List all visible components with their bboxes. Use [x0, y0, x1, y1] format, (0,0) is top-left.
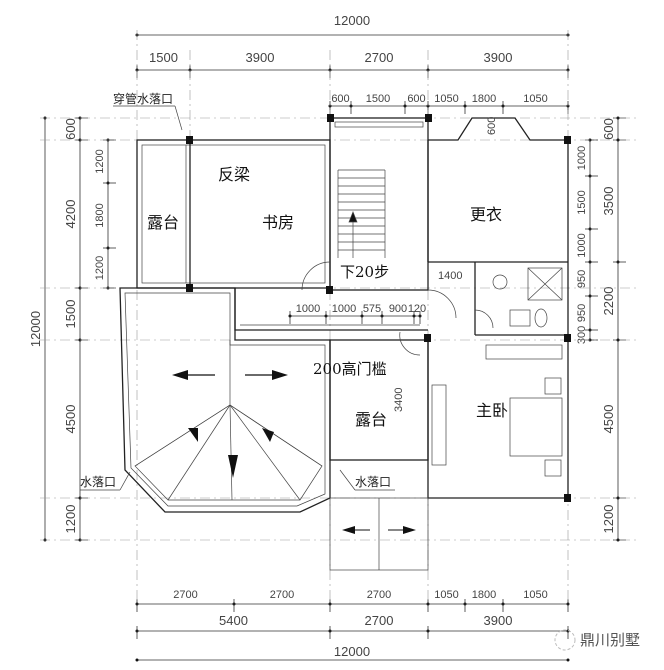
dimension-label: 4200 — [63, 200, 78, 229]
dimension-label: 2700 — [365, 613, 394, 628]
dimension-label: 1500 — [576, 190, 588, 214]
dimension-label: 1000 — [576, 233, 588, 257]
label-threshold: 200高门槛 — [313, 360, 387, 378]
label-study: 书房 — [262, 213, 294, 232]
dimension-label: 2700 — [173, 589, 197, 601]
note-drain-left: 水落口 — [80, 475, 116, 489]
dimension-label: 1200 — [94, 149, 106, 173]
grid-lines — [40, 30, 640, 600]
dimension-label: 4500 — [63, 405, 78, 434]
dimension-label: 3900 — [484, 50, 513, 65]
label-balcony-upper-left: 露台 — [147, 213, 179, 232]
dimension-label: 120 — [408, 303, 426, 315]
dimension-label: 575 — [363, 303, 381, 315]
dimension-label: 1200 — [94, 256, 106, 280]
dimension-label: 4500 — [601, 405, 616, 434]
dimension-label: 2700 — [270, 589, 294, 601]
dimension-label: 2200 — [601, 287, 616, 316]
dimension-label: 1000 — [332, 303, 356, 315]
dimension-label: 600 — [407, 93, 425, 105]
dimension-label: 950 — [576, 304, 588, 322]
dimension-label: 2700 — [365, 50, 394, 65]
watermark: 鼎川别墅 — [554, 629, 640, 651]
dimension-label: 1050 — [434, 589, 458, 601]
label-master-bedroom: 主卧 — [476, 401, 508, 420]
dimension-label: 300 — [576, 326, 588, 344]
label-dressing: 更衣 — [470, 205, 502, 224]
dimension-label: 2700 — [367, 589, 391, 601]
dimension-label: 3900 — [246, 50, 275, 65]
dimension-label: 1000 — [576, 146, 588, 170]
dimension-label: 900 — [389, 303, 407, 315]
dimension-label: 1050 — [523, 589, 547, 601]
dimension-label: 1200 — [63, 505, 78, 534]
dimension-lines: 12000 1500 3900 2700 3900 600 1500 600 1050 1800 1… — [28, 13, 626, 662]
dimension-label: 1050 — [523, 93, 547, 105]
watermark-text: 鼎川别墅 — [580, 631, 640, 649]
dimension-label: 950 — [576, 270, 588, 288]
dim-3400: 3400 — [393, 388, 405, 412]
label-reverse-beam: 反梁 — [218, 165, 250, 184]
dimension-tick — [566, 658, 570, 662]
dimension-label: 1500 — [149, 50, 178, 65]
dimension-label: 1800 — [472, 93, 496, 105]
dimension-tick — [135, 658, 139, 662]
dimension-label: 1800 — [94, 203, 106, 227]
bed — [509, 397, 563, 457]
dimension-label: 3500 — [601, 187, 616, 216]
dimension-label: 600 — [601, 118, 616, 140]
dim-bay-600: 600 — [486, 117, 498, 135]
stair-treads — [337, 169, 386, 258]
note-drain-right: 水落口 — [355, 475, 391, 489]
dimension-label: 1500 — [63, 300, 78, 329]
dimension-label: 1050 — [434, 93, 458, 105]
dimension-label: 1500 — [366, 93, 390, 105]
dimension-label: 12000 — [28, 311, 43, 347]
dimension-label: 12000 — [334, 13, 370, 28]
dimension-label: 600 — [63, 118, 78, 140]
walls — [119, 114, 571, 571]
dimension-label: 3900 — [484, 613, 513, 628]
dimension-label: 1000 — [296, 303, 320, 315]
label-balcony-center: 露台 — [355, 410, 387, 429]
dimension-label: 5400 — [219, 613, 248, 628]
dimension-label: 1200 — [601, 505, 616, 534]
note-pipe-drain: 穿管水落口 — [113, 91, 173, 106]
room-labels: 露台 书房 反梁 更衣 下20步 200高门槛 露台 主卧 穿管水落口 水落口 … — [80, 91, 508, 491]
dimension-label: 1800 — [472, 589, 496, 601]
dimension-label: 12000 — [334, 644, 370, 659]
dim-1400: 1400 — [438, 270, 462, 282]
dimension-label: 600 — [331, 93, 349, 105]
label-stair-down: 下20步 — [340, 263, 389, 281]
